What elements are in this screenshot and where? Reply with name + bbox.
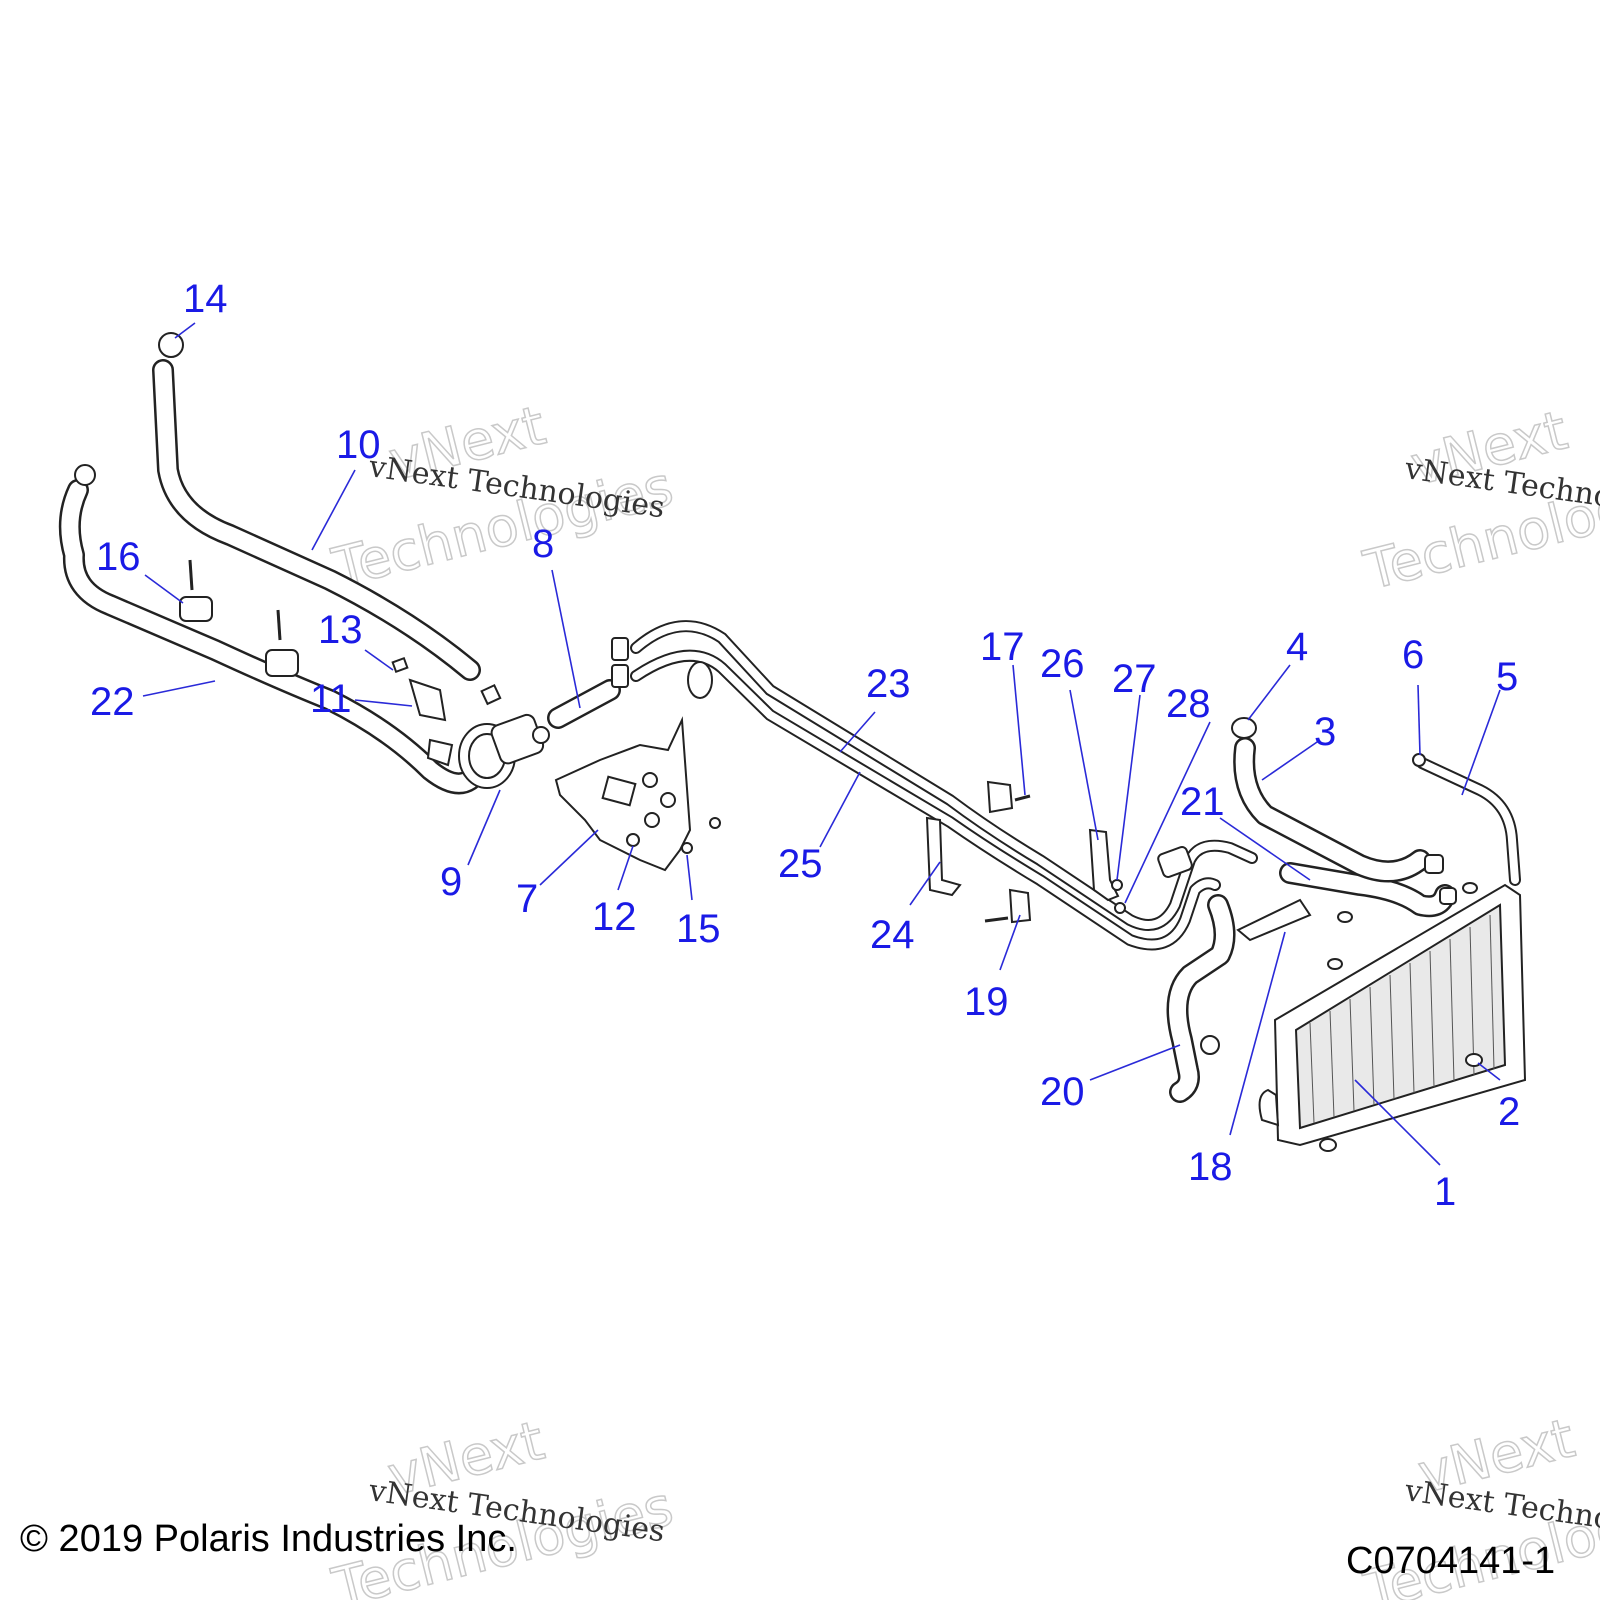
bolt-15-upper <box>709 817 721 829</box>
callout-8: 8 <box>532 522 554 566</box>
callout-26: 26 <box>1040 642 1085 686</box>
callout-1: 1 <box>1434 1170 1456 1214</box>
hose-22 <box>58 479 481 795</box>
callout-22: 22 <box>90 680 135 724</box>
bolt-15 <box>681 842 693 854</box>
clip-16 <box>179 559 213 622</box>
bracket-24 <box>925 816 962 897</box>
clip-28-area <box>1157 846 1193 878</box>
drawing-number: C0704141-1 <box>1346 1540 1556 1582</box>
grommet-top-right <box>1462 882 1478 894</box>
callout-15: 15 <box>676 907 721 951</box>
hose-5 <box>1416 757 1521 886</box>
callout-10: 10 <box>336 423 381 467</box>
bracket-11 <box>391 656 454 767</box>
callout-21: 21 <box>1180 780 1225 824</box>
clamp-3-end <box>1424 854 1444 874</box>
callout-4: 4 <box>1286 625 1308 669</box>
callout-25: 25 <box>778 842 823 886</box>
bracket-18 <box>1236 898 1312 942</box>
callout-24: 24 <box>870 913 915 957</box>
hose-10 <box>152 359 481 681</box>
grommet-top <box>1327 958 1343 970</box>
hose-20 <box>1166 894 1236 1103</box>
callout-11: 11 <box>310 677 352 721</box>
clamp-tube-end <box>611 637 629 661</box>
nut-28 <box>1114 902 1126 914</box>
callout-16: 16 <box>96 535 141 579</box>
callout-2: 2 <box>1498 1090 1520 1134</box>
clip-tube <box>687 661 713 699</box>
clip-17 <box>986 780 1014 814</box>
tube-23 <box>630 620 1258 931</box>
clamp-tube-end <box>611 664 629 688</box>
bracket-7 <box>554 716 692 872</box>
clamp-6 <box>1412 753 1426 767</box>
clamp-4 <box>1231 717 1257 739</box>
callout-12: 12 <box>592 895 637 939</box>
grommet-mid <box>1337 911 1353 923</box>
hose-8 <box>547 679 621 729</box>
grommet-bottom <box>1319 1138 1337 1152</box>
clamp-top-left <box>74 464 96 486</box>
callout-23: 23 <box>866 662 911 706</box>
hose-3 <box>1233 737 1431 883</box>
callout-19: 19 <box>964 980 1009 1024</box>
callout-7: 7 <box>516 877 538 921</box>
clip-19 <box>1008 888 1032 924</box>
nut-12 <box>626 833 640 847</box>
bolt-27 <box>1111 879 1123 891</box>
callout-27: 27 <box>1112 657 1157 701</box>
leader-lines <box>142 322 1501 1166</box>
callouts: 1 2 3 4 5 6 7 8 9 10 11 12 13 14 15 16 1… <box>90 277 1520 1214</box>
clamp-21-end <box>1439 887 1457 905</box>
callout-14: 14 <box>183 277 228 321</box>
callout-6: 6 <box>1402 633 1424 677</box>
callout-17: 17 <box>980 625 1025 669</box>
callout-13: 13 <box>318 608 363 652</box>
tube-25 <box>630 649 1221 951</box>
radiator-1 <box>1258 883 1527 1147</box>
callout-28: 28 <box>1166 682 1211 726</box>
callout-18: 18 <box>1188 1145 1233 1189</box>
water-pump-9 <box>458 683 550 789</box>
bracket-26 <box>1088 828 1120 902</box>
callout-9: 9 <box>440 860 462 904</box>
callout-3: 3 <box>1314 710 1336 754</box>
callout-20: 20 <box>1040 1070 1085 1114</box>
callout-5: 5 <box>1496 655 1518 699</box>
clip-upper <box>265 609 299 677</box>
clamp-14 <box>158 332 184 358</box>
clamp-20 <box>1200 1035 1220 1055</box>
copyright-text: © 2019 Polaris Industries Inc. <box>20 1518 517 1560</box>
